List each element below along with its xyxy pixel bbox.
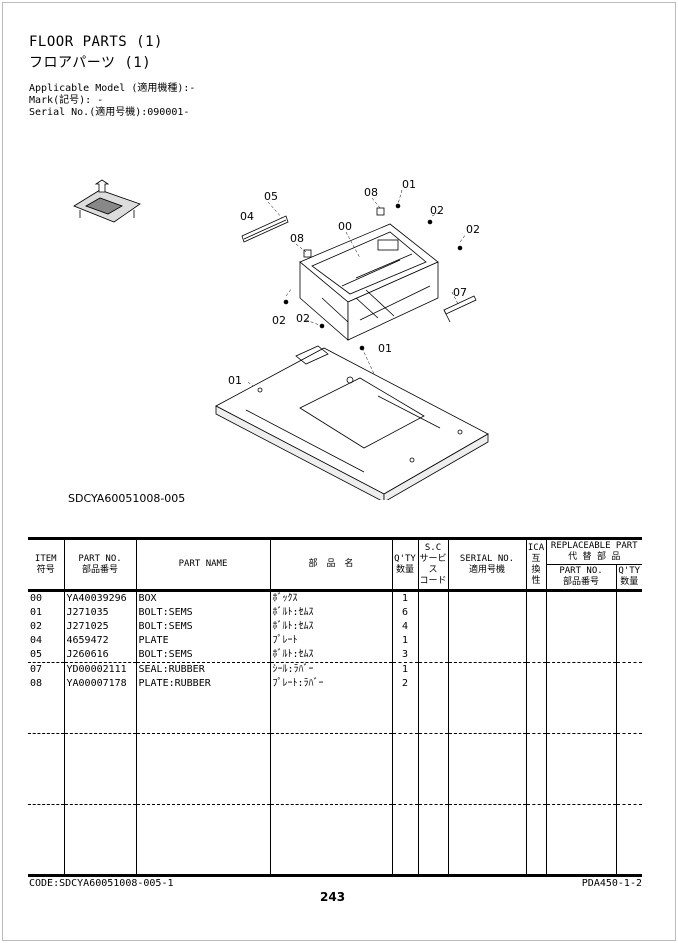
- callout-02-b: 02: [466, 223, 480, 236]
- page-title-jp: フロアパーツ (1): [29, 55, 152, 71]
- serial-range: Serial No.(適用号機):090001-: [29, 107, 190, 118]
- floor-plate-drawing: [215, 345, 489, 500]
- footer-reference: PDA450-1-2: [581, 878, 642, 889]
- seal-07-drawing: [443, 295, 477, 323]
- callout-04: 04: [240, 210, 254, 223]
- diagram-code: SDCYA60051008-005: [68, 492, 186, 505]
- callout-05: 05: [264, 190, 278, 203]
- plate-04-drawing: [241, 215, 289, 243]
- rubber-pad-08-top: [376, 207, 385, 216]
- callout-02-d: 02: [296, 312, 310, 325]
- footer-code: CODE:SDCYA60051008-005-1: [29, 878, 174, 889]
- callout-07: 07: [453, 286, 467, 299]
- box-00-drawing: [299, 223, 439, 341]
- page-number: 243: [320, 890, 346, 904]
- callout-01-top: 01: [402, 178, 416, 191]
- col-rep-part-no: PART NO.部品番号: [546, 564, 617, 592]
- col-part-name: PART NAME: [135, 537, 271, 592]
- exploded-diagram: 05 08 01 04 00 02 02 08 07 02 02 01 01: [73, 178, 489, 500]
- col-name-jp: 部 品 名: [269, 537, 393, 592]
- col-serial: SERIAL NO.適用号機: [447, 537, 527, 592]
- callout-01-floor: 01: [228, 374, 242, 387]
- footer-rule: [28, 874, 642, 877]
- callout-02-a: 02: [430, 204, 444, 217]
- callout-08-top: 08: [364, 186, 378, 199]
- callout-02-c: 02: [272, 314, 286, 327]
- rubber-pad-08-left: [303, 249, 312, 258]
- locator-thumbnail-icon: [73, 179, 141, 223]
- callout-00: 00: [338, 220, 352, 233]
- page-title: FLOOR PARTS (1): [29, 34, 163, 50]
- callout-01-mid: 01: [378, 342, 392, 355]
- col-part-no: PART NO.部品番号: [63, 537, 137, 592]
- mark: Mark(記号): -: [29, 95, 104, 106]
- applicable-model: Applicable Model (適用機種):-: [29, 83, 196, 94]
- callout-08-left: 08: [290, 232, 304, 245]
